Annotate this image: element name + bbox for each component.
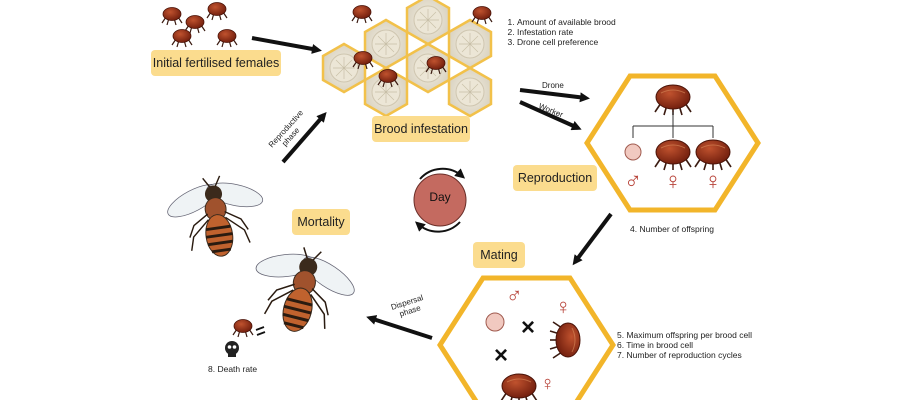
arrow-worker — [519, 100, 582, 131]
mite-icon — [161, 6, 183, 26]
cross-icon: × — [494, 342, 509, 369]
parameter-item: Drone cell preference — [517, 37, 686, 47]
mating-hexagon — [437, 275, 616, 400]
drone-label: Drone — [542, 81, 564, 90]
dispersal-phase-label: Dispersal phase — [390, 292, 429, 320]
mating-label: Mating — [473, 242, 525, 268]
skull-icon — [225, 341, 239, 357]
parameter-item: 5. Maximum offspring per brood cell — [617, 330, 752, 340]
parameter-item: Infestation rate — [517, 27, 686, 37]
mite-icon — [216, 28, 238, 48]
mite-icon — [232, 318, 254, 338]
arrow-to-brood — [251, 36, 322, 54]
parameter-item: Amount of available brood — [517, 17, 686, 27]
initial-females-label: Initial fertilised females — [151, 50, 281, 76]
death-parameter: 8. Death rate — [208, 364, 258, 374]
reproduction-label: Reproduction — [513, 165, 597, 191]
arrow-drone — [519, 88, 590, 103]
offspring-parameter: 4. Number of offspring — [630, 224, 714, 234]
brood-infestation-label: Brood infestation — [372, 116, 470, 142]
falling-dash — [255, 326, 266, 336]
mite-icon — [171, 28, 193, 48]
male-mite-icon — [624, 143, 642, 161]
female-symbol-icon: ♀ — [555, 294, 572, 319]
mating-parameters: 5. Maximum offspring per brood cell 6. T… — [617, 330, 807, 360]
mite-icon — [351, 4, 373, 24]
mite-icon — [471, 5, 493, 25]
female-symbol-icon: ♀ — [664, 168, 682, 195]
male-symbol-icon: ♂ — [506, 283, 523, 308]
honeycomb-icon — [321, 0, 493, 118]
initial-mites-cluster — [161, 1, 238, 48]
reproductive-phase-label: Reproductive phase — [267, 107, 313, 156]
arrow-dispersal — [366, 315, 433, 340]
parameter-item: 6. Time in brood cell — [617, 340, 694, 350]
female-symbol-icon: ♀ — [704, 168, 722, 195]
infestation-parameters: Amount of available brood Infestation ra… — [506, 17, 686, 47]
reproduction-hexagon — [584, 73, 761, 213]
parameter-item: 7. Number of reproduction cycles — [617, 350, 742, 360]
male-symbol-icon: ♂ — [624, 168, 642, 195]
mite-icon — [206, 1, 228, 21]
cycle-icon — [413, 167, 467, 233]
arrow-to-mating — [572, 212, 613, 266]
bee-icon — [238, 234, 367, 346]
bee-icon — [158, 168, 275, 265]
day-label: Day — [429, 190, 451, 204]
cross-icon: × — [521, 314, 536, 341]
mite-icon — [184, 14, 206, 34]
male-mite-icon — [485, 312, 505, 332]
female-symbol-icon: ♀ — [540, 373, 555, 395]
arrow-reproductive — [281, 111, 327, 164]
mortality-label: Mortality — [292, 209, 350, 235]
